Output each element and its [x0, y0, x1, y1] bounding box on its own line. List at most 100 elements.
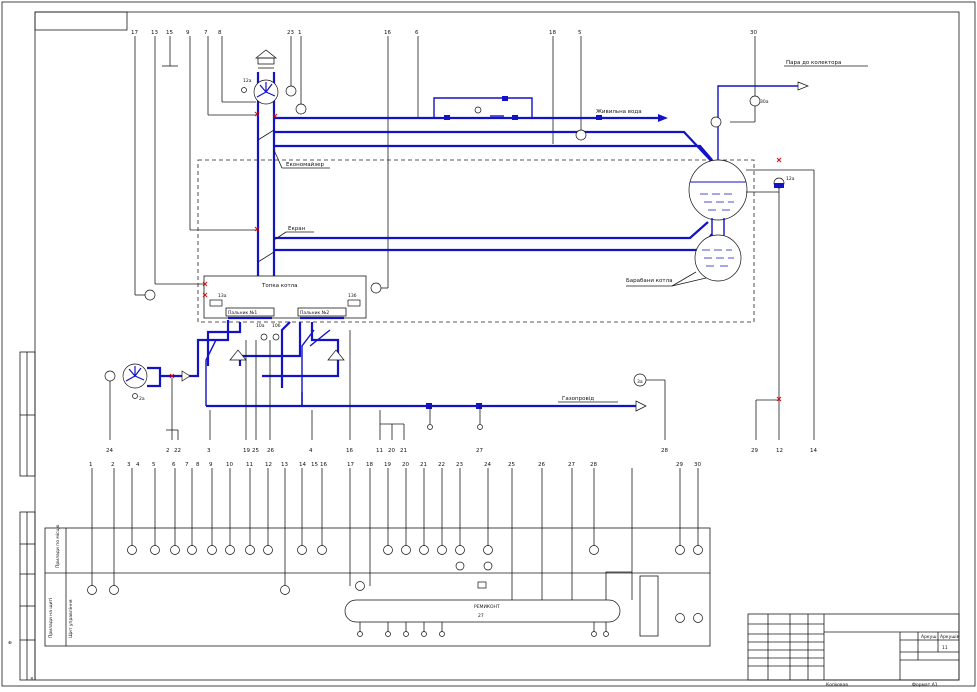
svg-text:1: 1 [89, 462, 93, 468]
tag-12a: 12а [243, 78, 252, 84]
panel-instruments [87, 545, 703, 623]
svg-text:29: 29 [751, 448, 758, 454]
left-margin-strip [19, 351, 36, 681]
furnace: Топка котла 13а 13б Пальник №1 Пальник №… [203, 275, 367, 320]
svg-text:13: 13 [281, 462, 288, 468]
svg-text:27: 27 [476, 448, 483, 454]
burner-piping: 10а 10б [190, 320, 345, 406]
svg-text:10: 10 [226, 462, 233, 468]
svg-text:22: 22 [174, 448, 181, 454]
boiler-boundary [197, 159, 755, 323]
callout-13: 13 [151, 30, 158, 36]
callout-23: 23 [287, 30, 294, 36]
screen-label: Екран [288, 226, 306, 232]
svg-text:20: 20 [402, 462, 409, 468]
feed-water-label: Живильна вода [596, 109, 642, 115]
svg-text:23: 23 [456, 462, 463, 468]
svg-text:9: 9 [209, 462, 213, 468]
svg-text:16: 16 [346, 448, 353, 454]
svg-text:16: 16 [320, 462, 327, 468]
svg-text:15: 15 [311, 462, 318, 468]
svg-text:⊕: ⊕ [8, 641, 12, 646]
controller-label: РЕМИКОНТ [474, 604, 500, 610]
steam-to-collector-label: Пара до колектора [786, 60, 841, 66]
svg-text:20: 20 [388, 448, 395, 454]
economizer-pipes: Живильна вода [274, 96, 717, 167]
callout-18: 18 [549, 30, 556, 36]
svg-text:4: 4 [136, 462, 140, 468]
callout-8: 8 [218, 30, 222, 36]
table-label-control: Щит управління [68, 599, 74, 638]
corner-marks: ⊕ ✕ [8, 641, 34, 682]
callout-16: 16 [384, 30, 391, 36]
callout-6: 6 [415, 30, 419, 36]
svg-text:30: 30 [694, 462, 701, 468]
table-label-local: Прилади по місцю [55, 524, 61, 568]
svg-text:24: 24 [484, 462, 491, 468]
boiler-drums [688, 159, 748, 282]
callout-30: 30 [750, 30, 757, 36]
table-label-board: Прилади на щиті [48, 598, 54, 638]
svg-text:12: 12 [776, 448, 783, 454]
callout-7: 7 [204, 30, 208, 36]
sheets-label: Аркушів [940, 634, 960, 640]
svg-text:3: 3 [127, 462, 131, 468]
controller-code: 27 [478, 613, 484, 619]
svg-text:18: 18 [366, 462, 373, 468]
svg-text:26: 26 [267, 448, 274, 454]
instrument-table: Прилади по місцю Прилади на щиті Щит упр… [44, 462, 711, 647]
inner-frame [34, 11, 960, 681]
svg-text:26: 26 [538, 462, 545, 468]
burner2-label: Пальник №2 [300, 310, 329, 316]
instrument-23 [285, 85, 297, 97]
economizer-label: Економайзер [286, 161, 325, 168]
sheet-label: Аркуш [921, 634, 936, 640]
svg-text:8: 8 [196, 462, 200, 468]
title-block: Аркуш Аркушів 11 Формат А1 Копіював [747, 613, 960, 688]
callout-5: 5 [578, 30, 582, 36]
tag-10b: 10б [272, 323, 281, 329]
svg-text:28: 28 [661, 448, 668, 454]
svg-text:19: 19 [384, 462, 391, 468]
table-columns [91, 468, 699, 600]
smoke-exhauster: 12а [241, 78, 279, 105]
row-numbers: 1 2 3 4 5 6 7 8 9 10 11 12 13 14 15 16 1… [89, 462, 701, 468]
svg-text:11: 11 [246, 462, 253, 468]
tag-13b: 13б [348, 293, 357, 299]
svg-text:2: 2 [166, 448, 170, 454]
svg-text:25: 25 [508, 462, 515, 468]
instrument-16 [370, 282, 382, 294]
format-label: Формат А1 [912, 682, 938, 688]
lower-callout-numbers: 24 2 22 3 19 25 26 4 16 11 20 21 27 28 2… [106, 448, 817, 454]
tag-13a: 13а [218, 293, 227, 299]
svg-text:21: 21 [420, 462, 427, 468]
blower-fan: 2а [104, 363, 191, 402]
callout-17: 17 [131, 30, 138, 36]
svg-text:14: 14 [810, 448, 817, 454]
remikont-controller: РЕМИКОНТ 27 [344, 571, 659, 637]
boiler-drums-label: Барабани котла [626, 278, 672, 284]
copied-label: Копіював [826, 682, 848, 688]
tag-10a: 10а [256, 323, 265, 329]
gas-pipeline-label: Газопровід [562, 396, 594, 402]
gas-pipeline: Газопровід 3а [206, 373, 666, 440]
instrument-1 [295, 103, 307, 115]
svg-text:5: 5 [152, 462, 156, 468]
top-callouts: 17 13 15 9 7 8 23 1 16 6 18 5 30 [131, 30, 757, 296]
sheet-value: 11 [942, 645, 948, 651]
svg-text:27: 27 [568, 462, 575, 468]
lower-leaders [109, 330, 405, 440]
svg-text:12: 12 [265, 462, 272, 468]
steam-line: 30а [710, 65, 868, 160]
svg-text:3: 3 [207, 448, 211, 454]
measurement-points [169, 111, 782, 402]
svg-text:25: 25 [252, 448, 259, 454]
flue-duct [254, 49, 278, 276]
burner1-label: Пальник №1 [228, 310, 257, 316]
svg-text:21: 21 [400, 448, 407, 454]
level-gauge: 12а [746, 169, 815, 440]
tag-3a: 3а [637, 379, 643, 385]
